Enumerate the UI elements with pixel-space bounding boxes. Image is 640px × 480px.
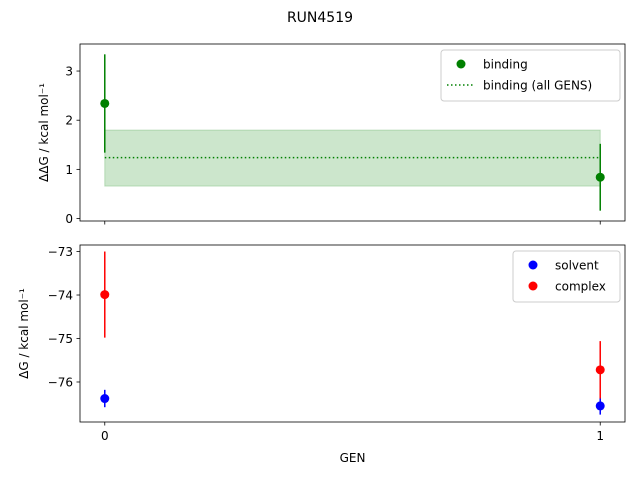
data-point — [100, 394, 110, 404]
legend-marker — [456, 59, 466, 69]
x-tick-label: 0 — [101, 429, 109, 443]
legend-box — [512, 250, 621, 303]
legend-box — [440, 49, 621, 102]
y-axis-label: ΔG / kcal mol⁻¹ — [17, 288, 31, 379]
axes-frame — [79, 244, 626, 423]
bottom-panel: −76 −75 −74 −73 0 1 ΔG / kcal mol⁻¹ GEN solvent c… — [17, 244, 626, 465]
y-axis-label: ΔΔG / kcal mol⁻¹ — [37, 83, 51, 182]
legend-label: binding — [483, 58, 528, 72]
legend-label: complex — [555, 280, 606, 294]
legend-label: solvent — [555, 259, 599, 273]
x-axis-label: GEN — [340, 451, 366, 465]
x-tick-label: 1 — [596, 429, 604, 443]
y-tick-label: 0 — [65, 212, 73, 226]
y-tick-label: 1 — [65, 163, 73, 177]
y-tick-label: 3 — [65, 65, 73, 79]
y-tick-label: −76 — [48, 375, 73, 389]
data-point — [100, 98, 110, 108]
y-tick-label: −75 — [48, 332, 73, 346]
y-tick-label: 2 — [65, 114, 73, 128]
data-point — [595, 172, 605, 182]
y-tick-label: −74 — [48, 289, 73, 303]
data-point — [595, 401, 605, 411]
legend-label: binding (all GENS) — [483, 79, 592, 93]
figure-title: RUN4519 — [287, 10, 353, 26]
axes-frame — [79, 43, 626, 222]
y-tick-label: −73 — [48, 245, 73, 259]
legend-marker — [528, 281, 538, 291]
data-point — [100, 290, 110, 300]
data-point — [595, 365, 605, 375]
legend-marker — [528, 260, 538, 270]
